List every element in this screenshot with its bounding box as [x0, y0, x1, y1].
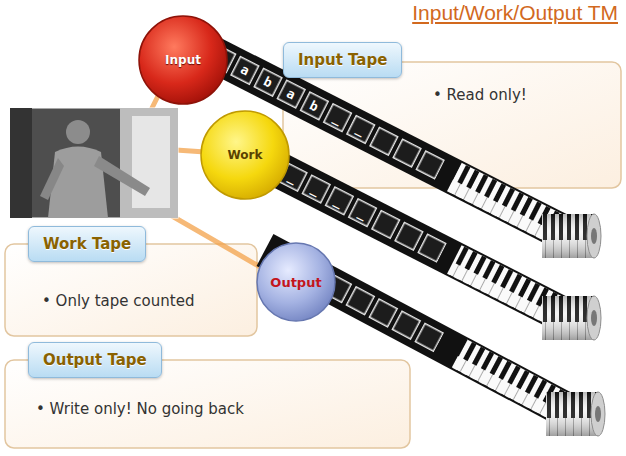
- tape-symbol: _: [287, 170, 300, 185]
- panel-heading: Input Tape: [283, 42, 402, 78]
- state-circle: Work: [200, 110, 290, 200]
- tape-symbol: a: [285, 86, 298, 101]
- output-tape: [257, 234, 583, 430]
- circle-label: Input: [165, 53, 201, 67]
- circle-label: Work: [228, 148, 263, 162]
- panel-heading: Output Tape: [28, 342, 162, 378]
- tape-symbol: _: [310, 181, 323, 196]
- tape-symbol: b: [262, 75, 275, 90]
- tape-symbol: b: [308, 98, 321, 113]
- circle-text-wrap: Output: [256, 242, 336, 322]
- tape-roll: [542, 214, 601, 258]
- tape-symbol: _: [354, 122, 367, 137]
- state-circle: Output: [256, 242, 336, 322]
- panel-heading: Work Tape: [28, 226, 146, 262]
- tape-symbol: _: [356, 205, 369, 220]
- circle-text-wrap: Work: [200, 110, 290, 200]
- tape-symbol: _: [331, 110, 344, 125]
- tape-symbol: _: [333, 193, 346, 208]
- tape-roll: [546, 392, 605, 436]
- tape-panel: Work Tape • Only tape counted: [20, 226, 250, 331]
- diagram-title: Input/Work/Output TM: [412, 1, 618, 25]
- circle-text-wrap: Input: [138, 15, 228, 105]
- bullet-text: • Only tape counted: [42, 292, 194, 310]
- state-circle: Input: [138, 15, 228, 105]
- tape-panel: Output Tape • Write only! No going back: [20, 342, 410, 442]
- circle-label: Output: [270, 275, 321, 290]
- bullet-text: • Write only! No going back: [36, 400, 244, 418]
- photo: [10, 108, 178, 218]
- bullet-text: • Read only!: [433, 86, 527, 104]
- tape-symbol: a: [238, 63, 251, 78]
- tape-roll: [542, 296, 601, 340]
- tape-panel: Input Tape • Read only!: [283, 40, 618, 188]
